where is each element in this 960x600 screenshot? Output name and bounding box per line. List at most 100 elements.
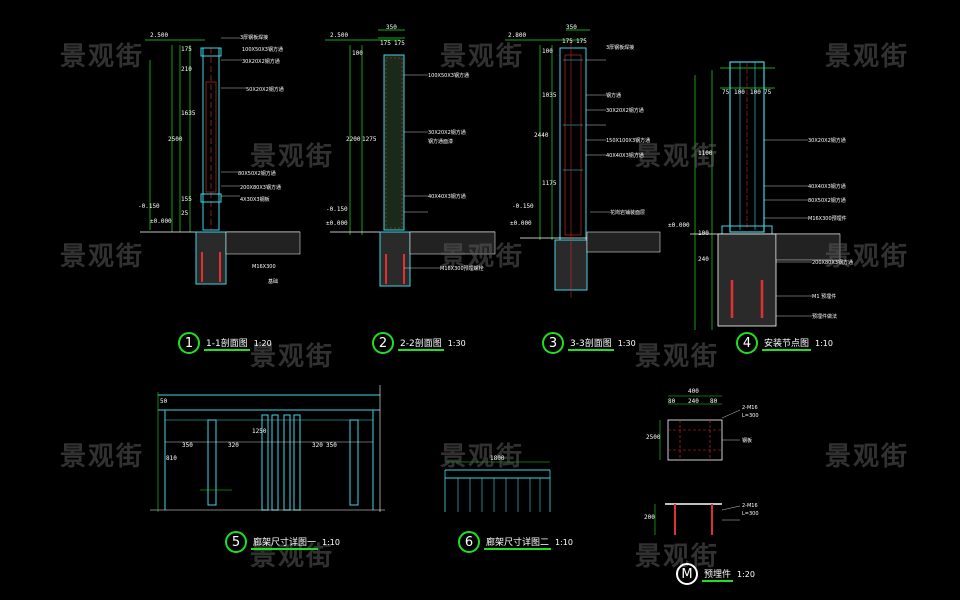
annotation: M1 预埋件 (812, 294, 837, 300)
dimension: 175 (562, 38, 573, 45)
view-title-text: 2-2剖面图 (398, 336, 444, 351)
dimension: 1175 (542, 180, 557, 187)
dimension: 350 (326, 442, 337, 449)
dimension: 50 (160, 398, 168, 405)
dimension: 400 (688, 388, 699, 395)
dimension: 350 (182, 442, 193, 449)
annotation: M16X300 (252, 264, 276, 270)
view-scale: 1:30 (447, 338, 466, 348)
install-node-detail (690, 61, 841, 330)
annotation: 30X20X2钢方通 (606, 108, 644, 114)
view-title-3: 3 3-3剖面图 1:30 (542, 332, 636, 354)
view-scale: 1:30 (617, 338, 636, 348)
level-mark: ±0.000 (668, 222, 690, 229)
view-title-2: 2 2-2剖面图 1:30 (372, 332, 466, 354)
view-title-5: 5 廊架尺寸详图一 1:10 (225, 531, 340, 553)
annotation: 钢方通面漆 (428, 139, 454, 145)
level-mark: ±0.000 (150, 218, 172, 225)
section-3-3 (505, 29, 661, 298)
annotation: 3厚钢板焊接 (240, 35, 269, 41)
level-mark: 2.500 (150, 32, 169, 39)
annotation: M16X300预埋螺栓 (440, 266, 484, 272)
level-mark: 2.800 (508, 32, 527, 39)
annotation: M16X300预埋件 (808, 216, 847, 222)
view-number: 3 (542, 332, 564, 354)
dimension: 25 (181, 210, 189, 217)
annotation: 50X20X2钢方通 (246, 87, 284, 93)
dimension: 320 (228, 442, 239, 449)
annotation: 预埋件做法 (812, 314, 838, 320)
dimension: 1275 (362, 136, 377, 143)
dimension: 320 (312, 442, 323, 449)
dimension: 240 (698, 256, 709, 263)
annotation: 基础 (268, 279, 279, 285)
dimension: 2440 (534, 132, 549, 139)
view-scale: 1:20 (253, 338, 272, 348)
annotation: 钢方通 (606, 93, 622, 99)
annotation: 40X40X3钢方通 (428, 194, 466, 200)
level-mark: ±0.000 (326, 220, 348, 227)
annotation: 2-M16 (742, 503, 758, 509)
dimension: 100 (750, 89, 761, 96)
dimension: 2500 (168, 136, 183, 143)
annotation: 钢板 (742, 438, 753, 444)
annotation: 花岗岩铺装面层 (610, 210, 646, 216)
annotation: 3厚钢板焊接 (606, 45, 635, 51)
dimension: 1100 (698, 150, 713, 157)
dimension: 200 (644, 514, 655, 521)
view-title-m: M 预埋件 1:20 (676, 563, 755, 585)
dimension: 810 (166, 455, 177, 462)
level-mark: -0.150 (138, 203, 160, 210)
dimension: 175 (394, 40, 405, 47)
view-number: 1 (178, 332, 200, 354)
dimension: 80 (668, 398, 676, 405)
section-2-2 (325, 29, 496, 287)
view-title-6: 6 廊架尺寸详图二 1:10 (458, 531, 573, 553)
level-mark: -0.150 (512, 203, 534, 210)
annotation: L=300 (742, 511, 759, 517)
dimension: 175 (576, 38, 587, 45)
dimension: 350 (386, 24, 397, 31)
pergola-dimension-detail-2 (444, 461, 551, 512)
annotation: 100X50X3钢方通 (428, 73, 469, 79)
view-scale: 1:20 (737, 569, 755, 579)
annotation: 40X40X3钢方通 (606, 153, 644, 159)
view-title-text: 廊架尺寸详图一 (251, 535, 319, 550)
view-number: M (676, 563, 698, 585)
annotation: 200X80X3钢方通 (240, 185, 281, 191)
dimension: 175 (380, 40, 391, 47)
view-number: 6 (458, 531, 480, 553)
dimension: 2200 (346, 136, 361, 143)
dimension: 1035 (542, 92, 557, 99)
level-mark: -0.150 (326, 206, 348, 213)
annotation: 80X50X2钢方通 (808, 198, 846, 204)
view-number: 5 (225, 531, 247, 553)
annotation: 30X20X2钢方通 (808, 138, 846, 144)
pergola-dimension-detail-1 (150, 385, 385, 512)
view-title-text: 1-1剖面图 (204, 336, 250, 351)
annotation: 4X30X3钢板 (240, 197, 270, 203)
dimension: 75 (722, 89, 730, 96)
dimension: 175 (181, 46, 192, 53)
view-scale: 1:10 (322, 537, 340, 547)
annotation: 30X20X2钢方通 (428, 130, 466, 136)
view-scale: 1:10 (815, 338, 833, 348)
dimension: 100 (734, 89, 745, 96)
section-1-1 (140, 37, 301, 285)
annotation: 80X50X2钢方通 (238, 171, 276, 177)
view-title-text: 廊架尺寸详图二 (484, 535, 552, 550)
dimension: 80 (710, 398, 718, 405)
dimension: 240 (688, 398, 699, 405)
view-number: 4 (736, 332, 758, 354)
dimension: 155 (181, 196, 192, 203)
dimension: 1250 (252, 428, 267, 435)
dimension: 100 (698, 230, 709, 237)
view-number: 2 (372, 332, 394, 354)
annotation: 40X40X3钢方通 (808, 184, 846, 190)
dimension: 1635 (181, 110, 196, 117)
view-title-text: 安装节点图 (762, 336, 812, 351)
view-title-4: 4 安装节点图 1:10 (736, 332, 833, 354)
view-title-text: 3-3剖面图 (568, 336, 614, 351)
